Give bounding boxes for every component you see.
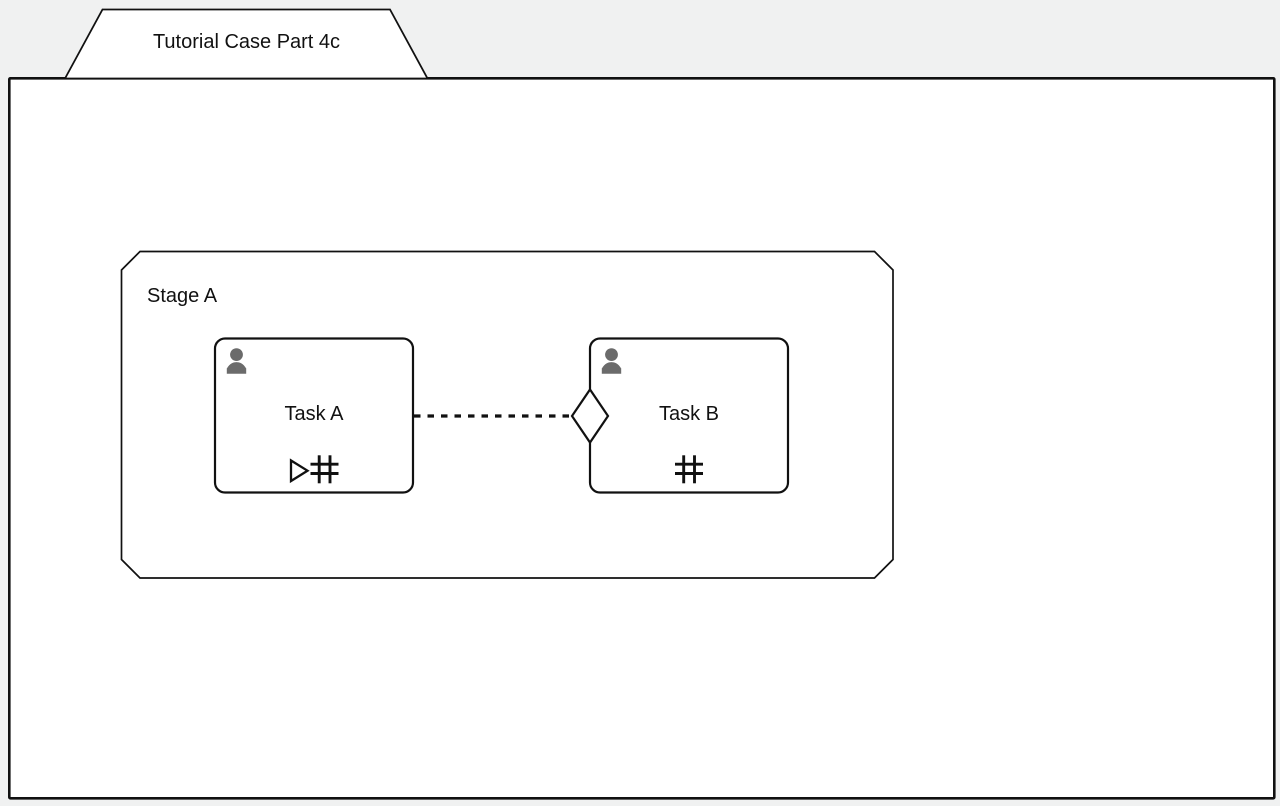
repetition-hash-icon bbox=[675, 455, 703, 484]
task-a-shape[interactable] bbox=[213, 337, 415, 494]
case-tab-shape[interactable] bbox=[63, 8, 430, 80]
stage-label: Stage A bbox=[147, 285, 218, 307]
task-a-label: Task A bbox=[284, 403, 344, 425]
human-task-icon bbox=[601, 348, 622, 374]
task-b-label: Task B bbox=[658, 403, 720, 425]
repetition-hash-icon bbox=[310, 455, 339, 484]
manual-activation-triangle-icon bbox=[289, 458, 310, 484]
case-title: Tutorial Case Part 4c bbox=[152, 31, 341, 53]
stage-a-shape[interactable] bbox=[120, 250, 894, 579]
human-task-icon bbox=[226, 348, 247, 374]
entry-criterion-diamond[interactable] bbox=[570, 387, 610, 445]
